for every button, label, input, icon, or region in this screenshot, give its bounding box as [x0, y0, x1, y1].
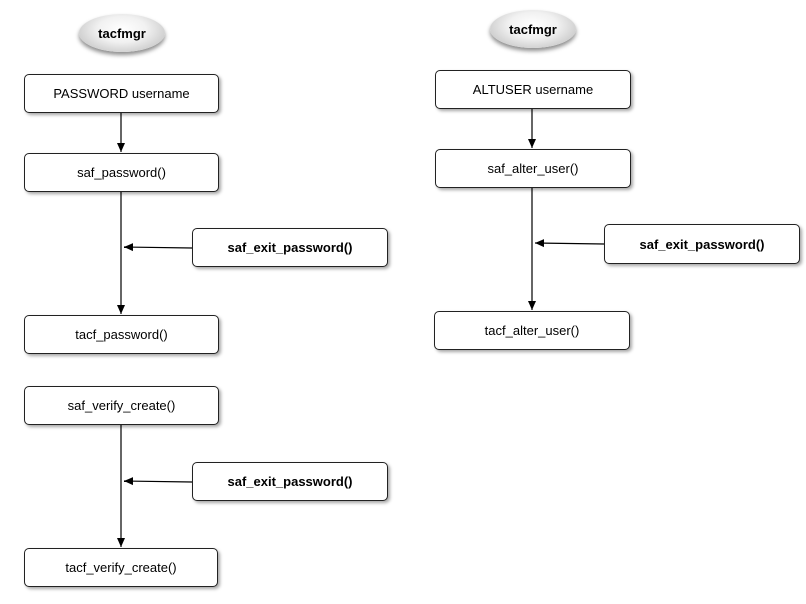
- command-box-password: PASSWORD username: [24, 74, 219, 113]
- arrow-exit2-to-flow: [123, 477, 193, 486]
- tacf-password-box: tacf_password(): [24, 315, 219, 354]
- saf-exit-password-box-2: saf_exit_password(): [192, 462, 388, 501]
- saf-exit-password-box-right: saf_exit_password(): [604, 224, 800, 264]
- start-node-right: tacfmgr: [490, 10, 576, 48]
- tacf-alter-user-box: tacf_alter_user(): [434, 311, 630, 350]
- saf-password-box: saf_password(): [24, 153, 219, 192]
- saf-verify-create-box: saf_verify_create(): [24, 386, 219, 425]
- saf-exit-password-box-1: saf_exit_password(): [192, 228, 388, 267]
- arrow-exit-right-to-flow: [534, 239, 605, 248]
- saf-alter-user-box: saf_alter_user(): [435, 149, 631, 188]
- arrow-exit1-to-flow: [123, 243, 193, 252]
- start-node-left: tacfmgr: [79, 14, 165, 52]
- tacf-verify-create-box: tacf_verify_create(): [24, 548, 218, 587]
- command-box-altuser: ALTUSER username: [435, 70, 631, 109]
